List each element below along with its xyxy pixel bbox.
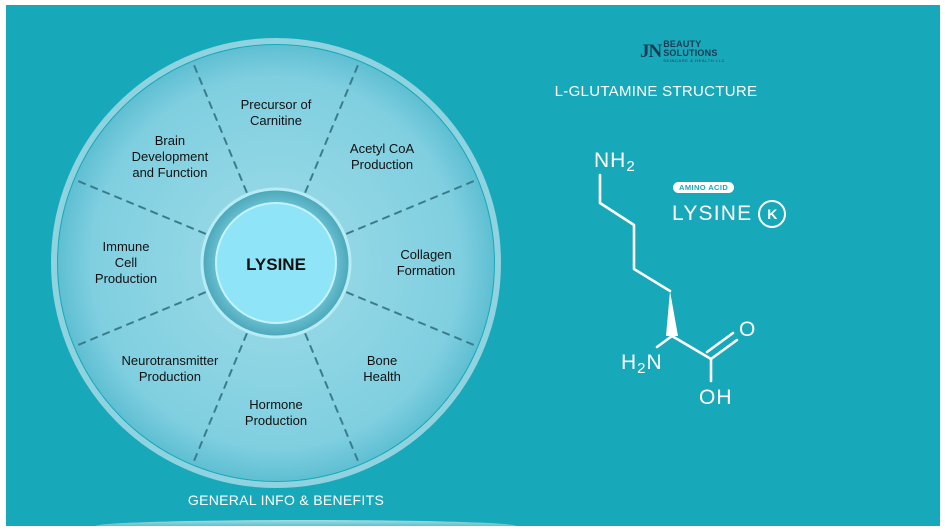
hydroxyl-label: OH — [699, 386, 733, 409]
double-bond-1 — [709, 338, 739, 361]
wheel-divider — [345, 291, 476, 347]
carbonyl-oxygen-label: O — [739, 318, 755, 341]
logo-line1: BEAUTY — [663, 39, 702, 49]
lysine-name: LYSINE K — [672, 200, 787, 228]
carbon-chain — [598, 173, 672, 293]
footer-caption: GENERAL INFO & BENEFITS — [187, 492, 385, 508]
molecule-diagram: NH2 H2N O OH — [594, 149, 755, 409]
wheel-divider — [304, 332, 360, 463]
stereo-wedge-bond — [666, 291, 678, 336]
amine-alpha-label: H2N — [621, 351, 663, 377]
logo-line2: SOLUTIONS — [663, 48, 718, 58]
lysine-letter-icon: K — [758, 200, 787, 228]
center-label: LYSINE — [246, 255, 306, 274]
center-hub — [215, 202, 337, 324]
structure-title: L-GLUTAMINE STRUCTURE — [554, 83, 758, 100]
wheel-divider — [76, 291, 207, 347]
logo-mark: JN — [640, 41, 662, 62]
wheel-divider — [192, 332, 248, 463]
lysine-name-text: LYSINE — [672, 202, 753, 225]
double-bond-2 — [705, 331, 735, 354]
wheel-dividers — [76, 63, 476, 463]
brand-logo: JN BEAUTY SOLUTIONS SKINCARE & HEALTH LL… — [640, 40, 725, 64]
wheel-outer-ring — [51, 38, 501, 488]
wheel-divider — [192, 63, 248, 194]
amine-top-label: NH2 — [594, 149, 636, 175]
wheel-divider — [345, 179, 476, 235]
chain-to-carboxyl — [670, 334, 713, 361]
amino-acid-badge: AMINO ACID — [673, 182, 735, 193]
logo-tagline: SKINCARE & HEALTH LLC — [663, 58, 726, 63]
wheel-shadow — [96, 520, 516, 526]
wheel-divider — [304, 63, 360, 194]
alpha-to-amine-bond — [655, 334, 674, 349]
wheel-divider — [76, 179, 207, 235]
